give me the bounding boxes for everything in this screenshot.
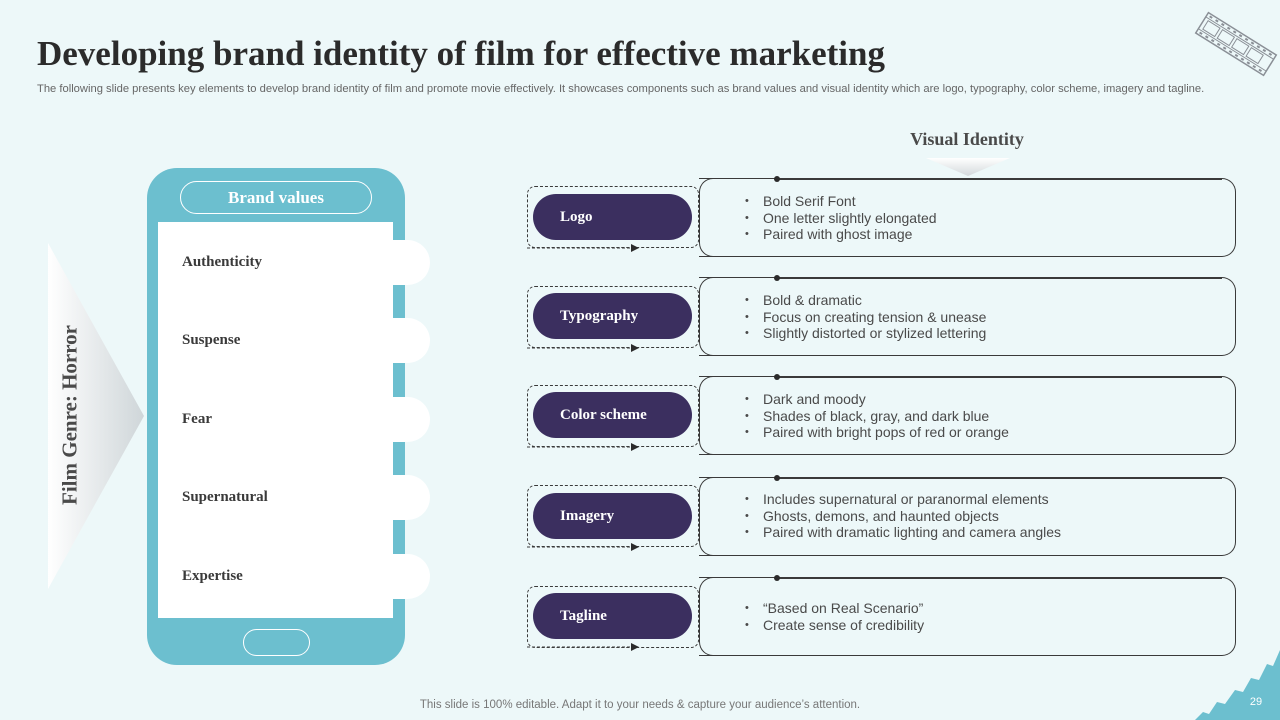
- phone-home-button: [243, 629, 310, 656]
- row-label-tagline: Tagline: [533, 593, 692, 639]
- bullet-item: Bold & dramatic: [745, 292, 986, 309]
- bullet-item: Paired with ghost image: [745, 226, 937, 243]
- bullet-item: Includes supernatural or paranormal elem…: [745, 491, 1061, 508]
- brand-value-item: Authenticity: [158, 240, 430, 285]
- corner-decoration: [1195, 650, 1280, 720]
- brand-values-heading: Brand values: [180, 181, 372, 214]
- bullet-item: Bold Serif Font: [745, 193, 937, 210]
- page-number: 29: [1249, 696, 1263, 708]
- bullet-item: Paired with bright pops of red or orange: [745, 424, 1009, 441]
- footer-note: This slide is 100% editable. Adapt it to…: [419, 699, 861, 711]
- bullet-item: Focus on creating tension & unease: [745, 309, 986, 326]
- color-scheme-bullets: Dark and moody Shades of black, gray, an…: [745, 391, 1009, 441]
- genre-triangle: [48, 243, 144, 589]
- row-connector-line: [776, 477, 1222, 479]
- typography-bullets: Bold & dramatic Focus on creating tensio…: [745, 292, 986, 342]
- page-title: Developing brand identity of film for ef…: [37, 34, 885, 73]
- logo-bullets: Bold Serif Font One letter slightly elon…: [745, 193, 937, 243]
- brand-value-item: Fear: [158, 397, 430, 442]
- genre-label: Film Genre: Horror: [57, 325, 82, 505]
- row-connector-dot: [774, 275, 780, 281]
- row-connector-line: [776, 277, 1222, 279]
- row-connector-dot: [774, 176, 780, 182]
- brand-value-item: Supernatural: [158, 475, 430, 520]
- film-strip-icon: [1194, 11, 1278, 77]
- tagline-bullets: “Based on Real Scenario” Create sense of…: [745, 600, 924, 633]
- row-connector-line: [776, 376, 1222, 378]
- bullet-item: Create sense of credibility: [745, 617, 924, 634]
- arrow-icon: [527, 244, 639, 252]
- row-connector-dot: [774, 575, 780, 581]
- bullet-item: Shades of black, gray, and dark blue: [745, 408, 1009, 425]
- imagery-bullets: Includes supernatural or paranormal elem…: [745, 491, 1061, 541]
- row-label-logo: Logo: [533, 194, 692, 240]
- row-label-color-scheme: Color scheme: [533, 392, 692, 438]
- visual-identity-heading: Visual Identity: [910, 129, 1024, 149]
- arrow-icon: [527, 543, 639, 551]
- brand-value-item: Expertise: [158, 554, 430, 599]
- row-connector-dot: [774, 374, 780, 380]
- arrow-icon: [527, 443, 639, 451]
- row-connector-dot: [774, 475, 780, 481]
- arrow-icon: [527, 344, 639, 352]
- bullet-item: Ghosts, demons, and haunted objects: [745, 508, 1061, 525]
- bullet-item: One letter slightly elongated: [745, 210, 937, 227]
- bullet-item: Slightly distorted or stylized lettering: [745, 325, 986, 342]
- row-connector-line: [776, 178, 1222, 180]
- page-subtitle: The following slide presents key element…: [37, 83, 1205, 95]
- row-label-typography: Typography: [533, 293, 692, 339]
- visual-identity-pointer: [926, 158, 1010, 176]
- row-label-imagery: Imagery: [533, 493, 692, 539]
- brand-value-item: Suspense: [158, 318, 430, 363]
- bullet-item: “Based on Real Scenario”: [745, 600, 924, 617]
- row-connector-line: [776, 577, 1222, 579]
- arrow-icon: [527, 643, 639, 651]
- bullet-item: Paired with dramatic lighting and camera…: [745, 524, 1061, 541]
- bullet-item: Dark and moody: [745, 391, 1009, 408]
